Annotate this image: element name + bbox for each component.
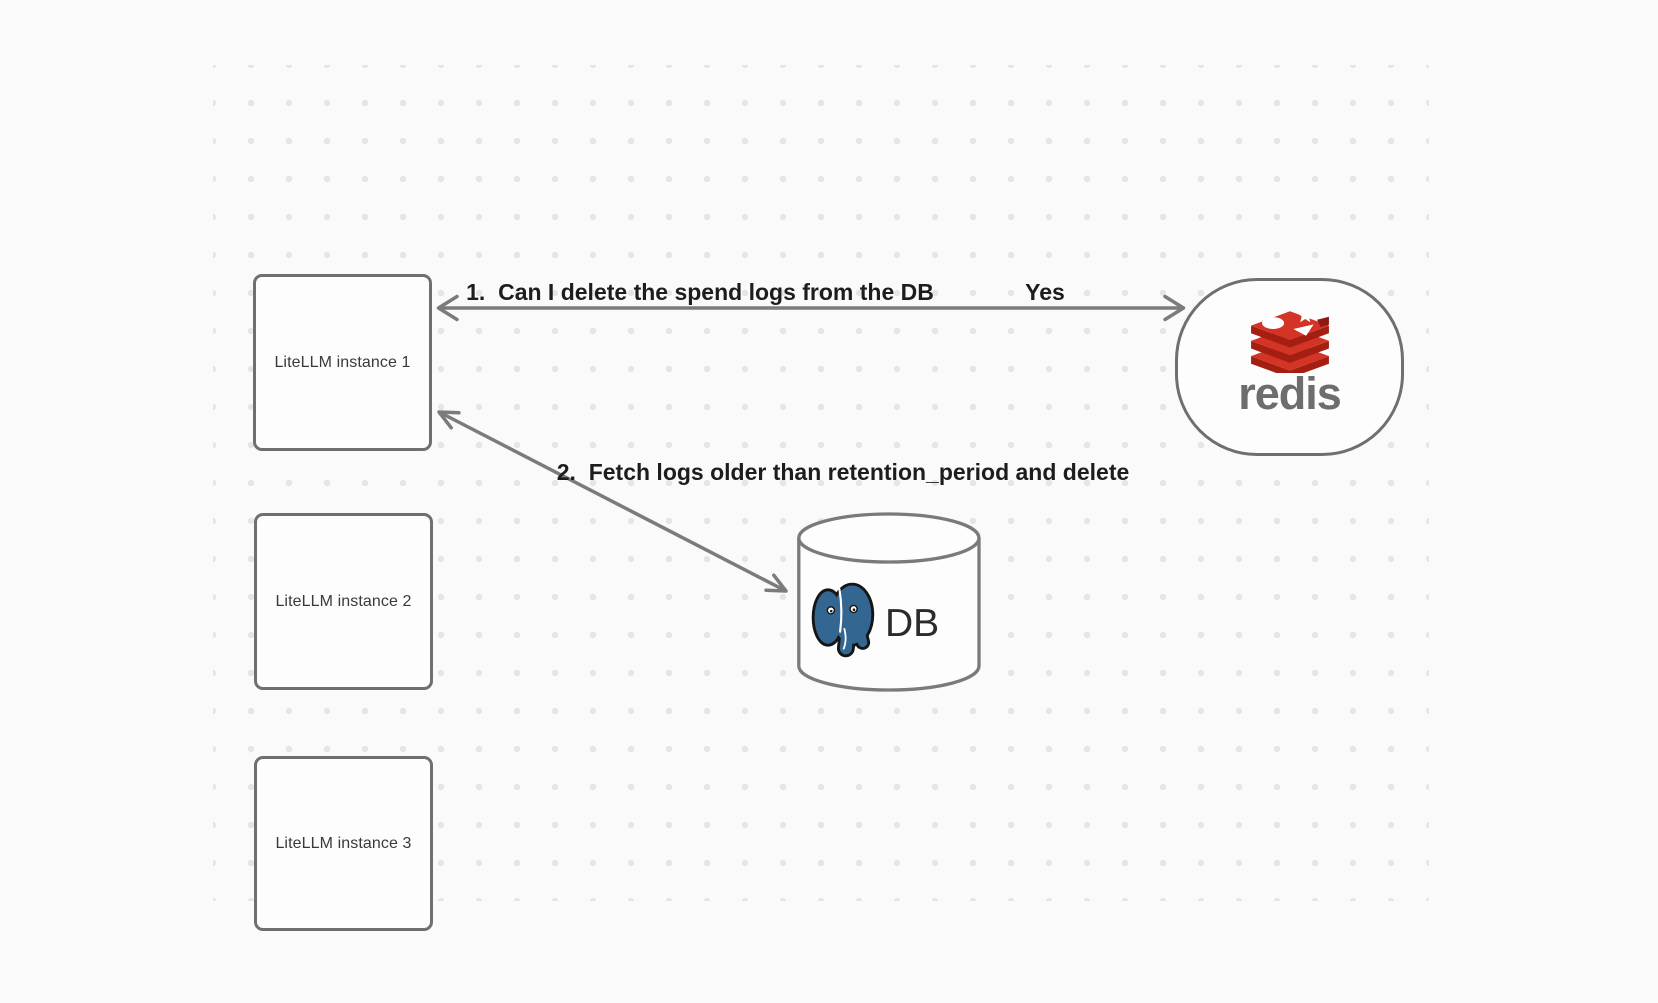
edge-2-label[interactable]: 2. Fetch logs older than retention_perio… — [556, 459, 1130, 485]
node-litellm-instance-3[interactable]: LiteLLM instance 3 — [254, 756, 433, 931]
edge-1-response-label[interactable]: Yes — [1025, 279, 1065, 305]
node-label: LiteLLM instance 3 — [275, 834, 412, 852]
node-redis[interactable]: redis — [1175, 278, 1404, 456]
node-litellm-instance-2[interactable]: LiteLLM instance 2 — [254, 513, 433, 690]
db-label: DB — [885, 602, 939, 645]
node-label: LiteLLM instance 1 — [274, 353, 411, 371]
redis-logo-icon — [1250, 307, 1329, 373]
postgresql-icon — [811, 582, 875, 658]
edge-2-arrow[interactable] — [437, 410, 788, 593]
edge-1-label[interactable]: 1. Can I delete the spend logs from the … — [466, 279, 934, 305]
db-cylinder[interactable]: DB — [796, 512, 982, 694]
edge-1-arrow[interactable] — [436, 294, 1186, 322]
node-label: LiteLLM instance 2 — [275, 592, 412, 610]
redis-wordmark: redis — [1238, 368, 1342, 419]
node-litellm-instance-1[interactable]: LiteLLM instance 1 — [253, 274, 432, 451]
